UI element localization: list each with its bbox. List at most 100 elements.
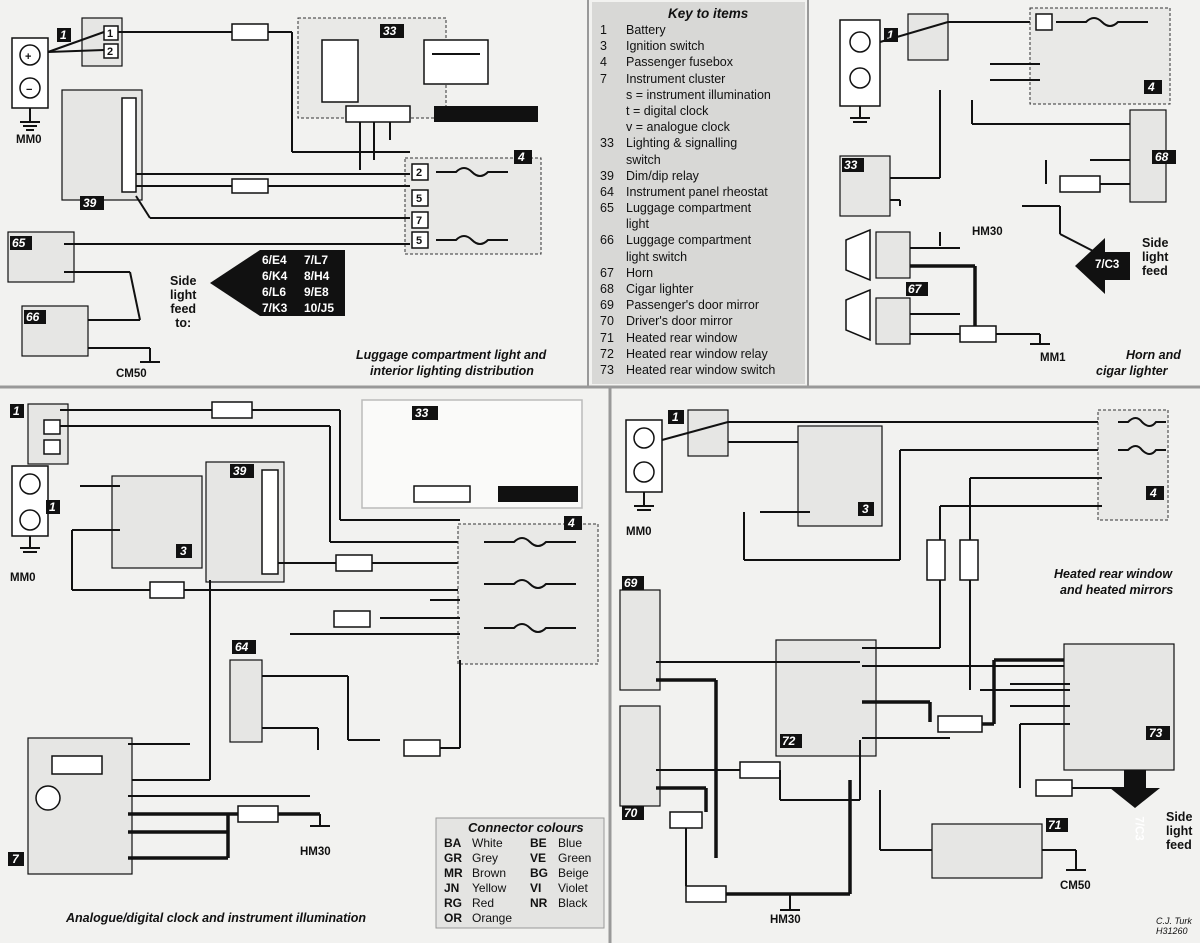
ground-label: MM1 <box>1040 352 1066 364</box>
side-light-feed-bottom-right: Side light feed <box>1166 810 1192 852</box>
svg-text:64: 64 <box>235 640 249 654</box>
svg-text:33: 33 <box>415 406 429 420</box>
slf-br-2: light <box>1166 824 1193 838</box>
signature-code: H31260 <box>1156 926 1188 936</box>
key-item-text: light switch <box>626 249 688 264</box>
svg-text:1: 1 <box>672 410 679 424</box>
horn-title-line2: cigar lighter <box>1096 364 1168 378</box>
ref-7c3-top: 7/C3 <box>1095 259 1120 271</box>
key-item-number: 64 <box>600 184 614 199</box>
key-item-number: 72 <box>600 346 614 361</box>
slf-br-1: Side <box>1166 810 1193 824</box>
key-item-number: 65 <box>600 201 614 216</box>
key-item-number: 68 <box>600 282 614 296</box>
key-item-number: 3 <box>600 39 607 54</box>
svg-text:2: 2 <box>416 167 422 179</box>
colour-code: RG <box>444 896 462 910</box>
side-light-label-1: Side <box>170 274 197 288</box>
key-item: 69 Passenger's door mirror <box>600 297 800 313</box>
svg-text:73: 73 <box>1149 726 1163 740</box>
colour-code: VI <box>530 881 542 895</box>
side-light-feed-arrow <box>210 250 345 316</box>
key-item-number: 66 <box>600 233 614 248</box>
svg-text:67: 67 <box>908 282 923 296</box>
svg-text:4: 4 <box>1149 486 1157 500</box>
signature-name: C.J. Turk <box>1156 916 1192 926</box>
ref-7c3-bottom: 7/C3 <box>1132 816 1145 841</box>
heated-title-line2: and heated mirrors <box>1060 583 1174 597</box>
svg-text:1: 1 <box>887 28 894 42</box>
svg-text:7: 7 <box>416 215 422 227</box>
slf-tr-1: Side <box>1142 236 1169 250</box>
colour-code: JN <box>444 881 460 895</box>
svg-text:2: 2 <box>107 46 113 58</box>
clock-title: Analogue/digital clock and instrument il… <box>66 911 367 925</box>
side-light-label-2: light <box>170 288 197 302</box>
key-item-text: Passenger's door mirror <box>626 298 759 313</box>
colour-code: NR <box>530 896 548 910</box>
heated-title-line1: Heated rear window <box>1054 567 1173 581</box>
key-item-number: 69 <box>600 298 614 313</box>
key-item-text: Ignition switch <box>626 39 705 54</box>
key-item-number: 70 <box>600 314 614 329</box>
key-item-text: Instrument cluster <box>626 71 726 86</box>
svg-text:71: 71 <box>1048 818 1062 832</box>
ground-label: CM50 <box>1060 880 1091 892</box>
svg-text:65: 65 <box>12 236 26 250</box>
svg-text:69: 69 <box>624 576 638 590</box>
side-light-ref: 9/E8 <box>304 285 329 299</box>
side-light-feed-label: Side light feed to: <box>170 274 196 330</box>
svg-text:4: 4 <box>517 150 525 164</box>
key-item-text: Battery <box>626 23 666 37</box>
svg-text:1: 1 <box>13 404 20 418</box>
colour-code: OR <box>444 911 462 925</box>
svg-text:68: 68 <box>1155 150 1169 164</box>
colour-name: Grey <box>472 851 499 865</box>
svg-text:4: 4 <box>1147 80 1155 94</box>
colour-name: Green <box>558 851 592 865</box>
key-item: 68 Cigar lighter <box>600 281 800 297</box>
side-light-ref: 6/E4 <box>262 253 287 267</box>
colour-name: Beige <box>558 866 589 880</box>
colour-code: VE <box>530 851 547 865</box>
svg-text:3: 3 <box>180 544 187 558</box>
svg-text:66: 66 <box>26 310 40 324</box>
battery-1-top-left: + − 1 <box>11 28 71 131</box>
side-light-ref: 6/K4 <box>262 269 288 283</box>
slf-br-3: feed <box>1166 838 1192 852</box>
side-light-label-3: feed <box>170 302 197 316</box>
svg-text:39: 39 <box>83 196 97 210</box>
side-light-ref: 10/J5 <box>304 301 335 315</box>
key-item-text: switch <box>626 152 661 167</box>
key-item-number: 67 <box>600 265 614 280</box>
key-item: switch <box>600 152 800 168</box>
key-item-text: Cigar lighter <box>626 282 694 296</box>
connector-colours-panel <box>435 817 605 929</box>
key-item: t = digital clock <box>600 103 800 119</box>
side-light-ref: 6/L6 <box>262 285 287 299</box>
key-panel <box>592 2 805 384</box>
key-item-number: 39 <box>600 168 614 183</box>
colour-name: Yellow <box>472 881 507 895</box>
ground-label: MM0 <box>626 526 652 538</box>
side-light-feed-top-right: Side light feed <box>1142 236 1168 278</box>
colour-name: Orange <box>472 911 513 925</box>
